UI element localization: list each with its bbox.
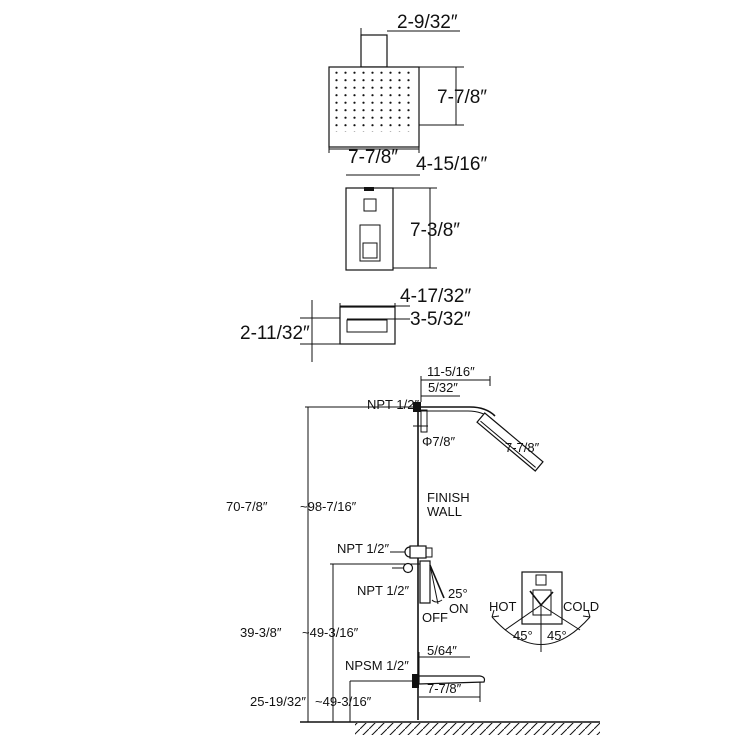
arm-wall-fitting (413, 402, 421, 412)
valve-inner-width-label: 3-5/32″ (410, 309, 471, 330)
tub-spout (418, 675, 486, 685)
arm-diameter-label: Φ7/8″ (422, 434, 455, 449)
head-height-label: 7-7/8″ (437, 87, 487, 108)
trim-plate-lever (362, 242, 378, 259)
valve-height-a-label: 39-3/8″ (240, 625, 282, 640)
shower-head-side (476, 412, 544, 472)
valve-body (339, 306, 396, 345)
rotation-handle-hot (529, 590, 542, 606)
head-height-a-label: 70-7/8″ (226, 499, 268, 514)
arm-reach-label: 11-5/16″ (427, 364, 475, 379)
head-width-label: 7-7/8″ (348, 147, 398, 168)
rotation-upper-square (535, 574, 547, 586)
trim-height-label: 7-3/8″ (410, 220, 460, 241)
valve-body-inner (346, 319, 388, 333)
rotation-trim-plate (521, 571, 563, 625)
valve-outlet (425, 547, 433, 558)
spout-inlet-label: NPSM 1/2″ (345, 658, 409, 673)
spout-height-b-label: ~49-3/16″ (315, 694, 372, 709)
trim-plate-lever-slot (359, 224, 381, 262)
trim-plate-upper-square (363, 198, 377, 212)
finish-wall-label-1: FINISH (427, 490, 470, 505)
cold-label: COLD (563, 599, 599, 614)
neck-width-label: 2-9/32″ (397, 12, 458, 33)
right-angle-label: 45° (547, 628, 567, 643)
trim-plate-notch (364, 187, 374, 191)
valve-inlet-top-label: NPT 1/2″ (337, 541, 389, 556)
off-label: OFF (422, 610, 448, 625)
on-label: ON (449, 601, 469, 616)
top-inlet-label: NPT 1/2″ (367, 397, 419, 412)
rotation-slot (532, 589, 552, 616)
trim-plate-front-view: 4-15/16″ 7-3/8″ (345, 154, 487, 271)
head-size-label: 7-7/8″ (505, 440, 540, 455)
valve-handle-off (429, 564, 445, 599)
spout-offset-label: 5/64″ (427, 643, 457, 658)
valve-trim-plate-side (419, 560, 431, 604)
side-elevation: NPT 1/2″ 11-5/16″ 5/32″ Φ7/8″ 7-7/8″ FIN… (226, 364, 600, 735)
shower-head-top-view: 2-9/32″ 7-7/8″ 7-7/8″ (328, 12, 487, 168)
spout-height-a-label: 25-19/32″ (250, 694, 306, 709)
left-angle-label: 45° (513, 628, 533, 643)
trim-width-label: 4-15/16″ (416, 154, 487, 175)
head-height-b-label: ~98-7/16″ (300, 499, 357, 514)
rotation-arc (491, 616, 591, 645)
spout-wall-fitting (412, 674, 419, 688)
shower-head-neck (360, 34, 388, 68)
valve-height-b-label: ~49-3/16″ (302, 625, 359, 640)
handle-angle-label: 25° (448, 586, 468, 601)
shower-arm (421, 406, 496, 417)
spout-length-label: 7-7/8″ (427, 681, 462, 696)
handle-rotation-detail: HOT COLD 45° 45° (489, 571, 599, 652)
valve-handle-on (429, 564, 439, 605)
shower-head-nozzles (333, 70, 415, 132)
arm-flange (420, 409, 428, 433)
finish-wall-label-2: WALL (427, 504, 462, 519)
valve-outer-width-label: 4-17/32″ (400, 286, 471, 307)
valve-inlet-bottom (402, 562, 414, 574)
valve-inlet-bottom-label: NPT 1/2″ (357, 583, 409, 598)
arm-offset-label: 5/32″ (428, 380, 458, 395)
valve-body-side-view: 4-17/32″ 3-5/32″ 2-11/32″ (240, 286, 471, 362)
valve-body-side (409, 545, 427, 559)
floor-hatch (355, 723, 600, 735)
trim-plate (345, 187, 394, 271)
hot-label: HOT (489, 599, 517, 614)
rotation-handle-cold (540, 591, 554, 606)
valve-depth-label: 2-11/32″ (240, 323, 310, 344)
